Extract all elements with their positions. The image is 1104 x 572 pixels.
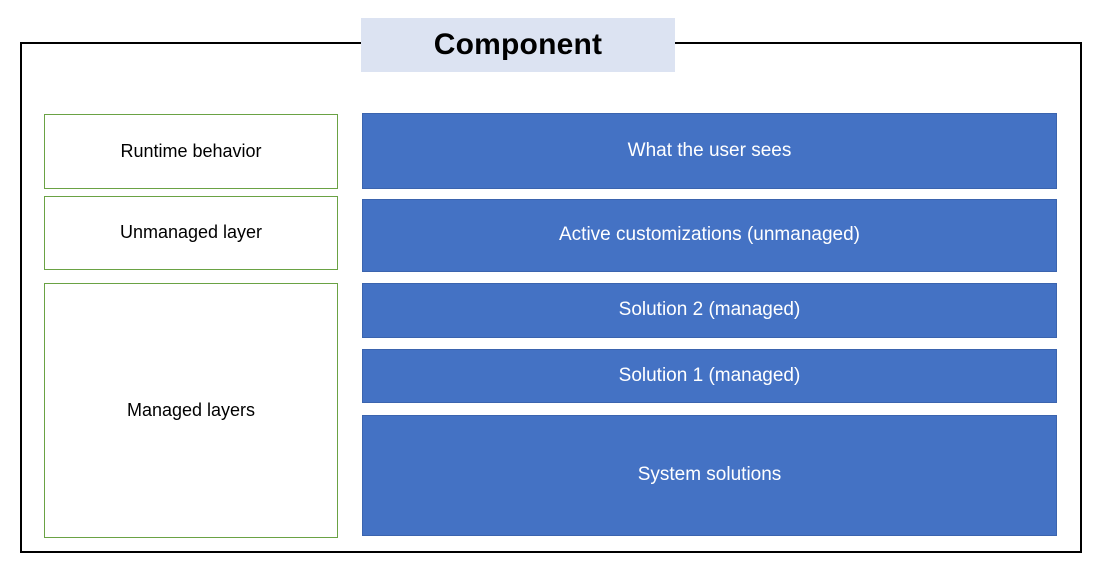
- stack-bar-system-solutions: System solutions: [362, 415, 1057, 536]
- layer-box-label: Unmanaged layer: [119, 222, 263, 243]
- layer-box-label: Runtime behavior: [120, 140, 262, 161]
- layer-box-label: Managed layers: [126, 399, 256, 420]
- stack-bar-label: Active customizations (unmanaged): [559, 224, 860, 246]
- stack-bar-solution-2: Solution 2 (managed): [362, 283, 1057, 338]
- layer-box-managed-layers: Managed layers: [44, 283, 338, 538]
- stack-bar-solution-1: Solution 1 (managed): [362, 349, 1057, 403]
- stack-bar-label: Solution 2 (managed): [618, 299, 801, 321]
- layer-box-unmanaged-layer: Unmanaged layer: [44, 196, 338, 270]
- stack-bar-what-the-user-sees: What the user sees: [362, 113, 1057, 189]
- stack-bar-label: Solution 1 (managed): [618, 364, 801, 386]
- stack-bar-active-customizations: Active customizations (unmanaged): [362, 199, 1057, 272]
- diagram-title-banner: Component: [361, 18, 675, 72]
- layer-box-runtime-behavior: Runtime behavior: [44, 114, 338, 189]
- stack-bar-label: What the user sees: [627, 139, 792, 161]
- page-title: Component: [433, 28, 603, 61]
- stack-bar-label: System solutions: [637, 464, 782, 486]
